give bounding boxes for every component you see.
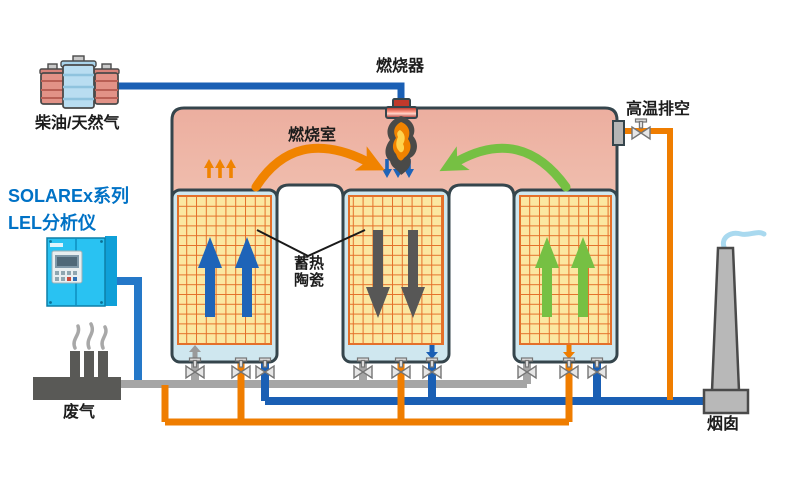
ceramic-label-line1: 蓄热 — [293, 255, 324, 272]
factory-icon — [33, 322, 121, 400]
hot-gas-curved-arrow — [251, 143, 385, 192]
clean-gas-pipe — [261, 360, 714, 405]
burner-flame-icon — [385, 98, 418, 175]
tower-1-inlet-arrow — [189, 345, 201, 359]
ceramic-label: 蓄热 陶瓷 — [283, 255, 335, 290]
ceramic-callout-lines — [256, 229, 366, 258]
combustion-chamber-label: 燃烧室 — [288, 127, 337, 144]
tower-1-up-arrows — [198, 237, 259, 317]
tower-3-purge-arrow — [563, 345, 575, 359]
vent-port — [612, 120, 625, 146]
analyzer-pipe — [110, 277, 142, 383]
analyzer-label-line1: SOLAREx系列 — [8, 186, 130, 206]
fuel-pipe — [118, 82, 405, 103]
return-gas-curved-arrow — [439, 143, 571, 192]
burner-label: 燃烧器 — [376, 58, 425, 75]
analyzer-cabinet-icon — [46, 236, 117, 307]
chimney-icon — [702, 230, 767, 415]
recirculation-pipe — [161, 360, 573, 426]
fuel-barrels-icon — [39, 55, 120, 109]
tower-3-ceramic-grid — [519, 195, 612, 345]
high-temp-vent-pipe — [622, 128, 673, 400]
waste-gas-main-pipe — [108, 360, 531, 388]
tower-2-outlet-arrow — [426, 345, 438, 359]
chamber-rising-arrows — [204, 159, 236, 178]
waste-gas-label: 废气 — [63, 404, 96, 421]
tower-2-down-arrows — [366, 230, 425, 318]
tower-1-ceramic-grid — [177, 195, 272, 345]
high-temp-vent-label: 高温排空 — [626, 101, 691, 118]
analyzer-label-line2: LEL分析仪 — [8, 213, 96, 233]
fuel-label: 柴油/天然气 — [35, 115, 120, 132]
tower-2-ceramic-grid — [348, 195, 444, 345]
tower-3-up-arrows — [535, 237, 595, 317]
chimney-label: 烟囱 — [707, 416, 740, 433]
ceramic-label-line2: 陶瓷 — [293, 272, 324, 290]
